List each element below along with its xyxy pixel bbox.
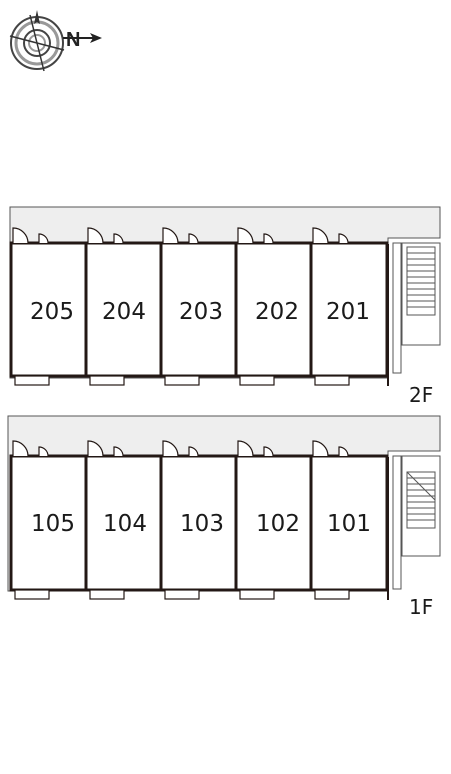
unit-number: 104 (103, 511, 147, 537)
unit-204: 204 (84, 227, 163, 386)
door-icon (162, 440, 179, 457)
unit-203: 203 (159, 227, 238, 386)
unit-201: 201 (309, 227, 389, 386)
door-icon (113, 446, 124, 457)
door-icon (312, 227, 329, 244)
unit-103: 103 (159, 440, 238, 600)
door-icon (188, 233, 199, 244)
door-icon (188, 446, 199, 457)
stairs-rail-2f (392, 242, 402, 374)
unit-102: 102 (234, 440, 313, 600)
stairs-1f (406, 471, 436, 529)
compass-rose-icon (9, 10, 102, 72)
unit-101: 101 (309, 440, 389, 600)
balcony (14, 589, 50, 600)
stairs-platform-1f (401, 455, 441, 557)
door-icon (87, 440, 104, 457)
unit-number: 103 (180, 511, 224, 537)
door-icon (338, 233, 349, 244)
balcony (314, 589, 350, 600)
unit-number: 105 (31, 511, 75, 537)
door-icon (38, 446, 49, 457)
door-icon (263, 233, 274, 244)
balcony (164, 375, 200, 386)
floor-2f: 205 204 203 202 (9, 206, 441, 407)
door-icon (237, 440, 254, 457)
balcony (239, 589, 275, 600)
door-icon (263, 446, 274, 457)
units-1f: 105 104 103 102 (9, 440, 389, 600)
balcony (89, 589, 125, 600)
unit-number: 202 (255, 299, 299, 325)
floor-1f: 105 104 103 102 (7, 415, 441, 619)
compass-north-label: N (66, 29, 80, 51)
stairs-platform-2f (401, 242, 441, 346)
unit-number: 204 (102, 299, 146, 325)
unit-104: 104 (84, 440, 163, 600)
balcony (239, 375, 275, 386)
door-icon (312, 440, 329, 457)
floor-label-2f: 2F (409, 383, 433, 407)
door-icon (12, 440, 29, 457)
unit-number: 102 (256, 511, 300, 537)
door-icon (12, 227, 29, 244)
stairs-2f (406, 246, 436, 316)
balcony (164, 589, 200, 600)
stairs-rail-1f (392, 455, 402, 590)
unit-number: 203 (179, 299, 223, 325)
door-icon (162, 227, 179, 244)
unit-number: 201 (326, 299, 370, 325)
unit-number: 205 (30, 299, 74, 325)
unit-105: 105 (9, 440, 88, 600)
balcony (314, 375, 350, 386)
unit-202: 202 (234, 227, 313, 386)
door-icon (237, 227, 254, 244)
door-icon (38, 233, 49, 244)
floor-label-1f: 1F (409, 595, 433, 619)
unit-205: 205 (9, 227, 88, 386)
balcony (89, 375, 125, 386)
door-icon (338, 446, 349, 457)
door-icon (113, 233, 124, 244)
balcony (14, 375, 50, 386)
door-icon (87, 227, 104, 244)
units-2f: 205 204 203 202 (9, 227, 389, 386)
unit-number: 101 (327, 511, 371, 537)
